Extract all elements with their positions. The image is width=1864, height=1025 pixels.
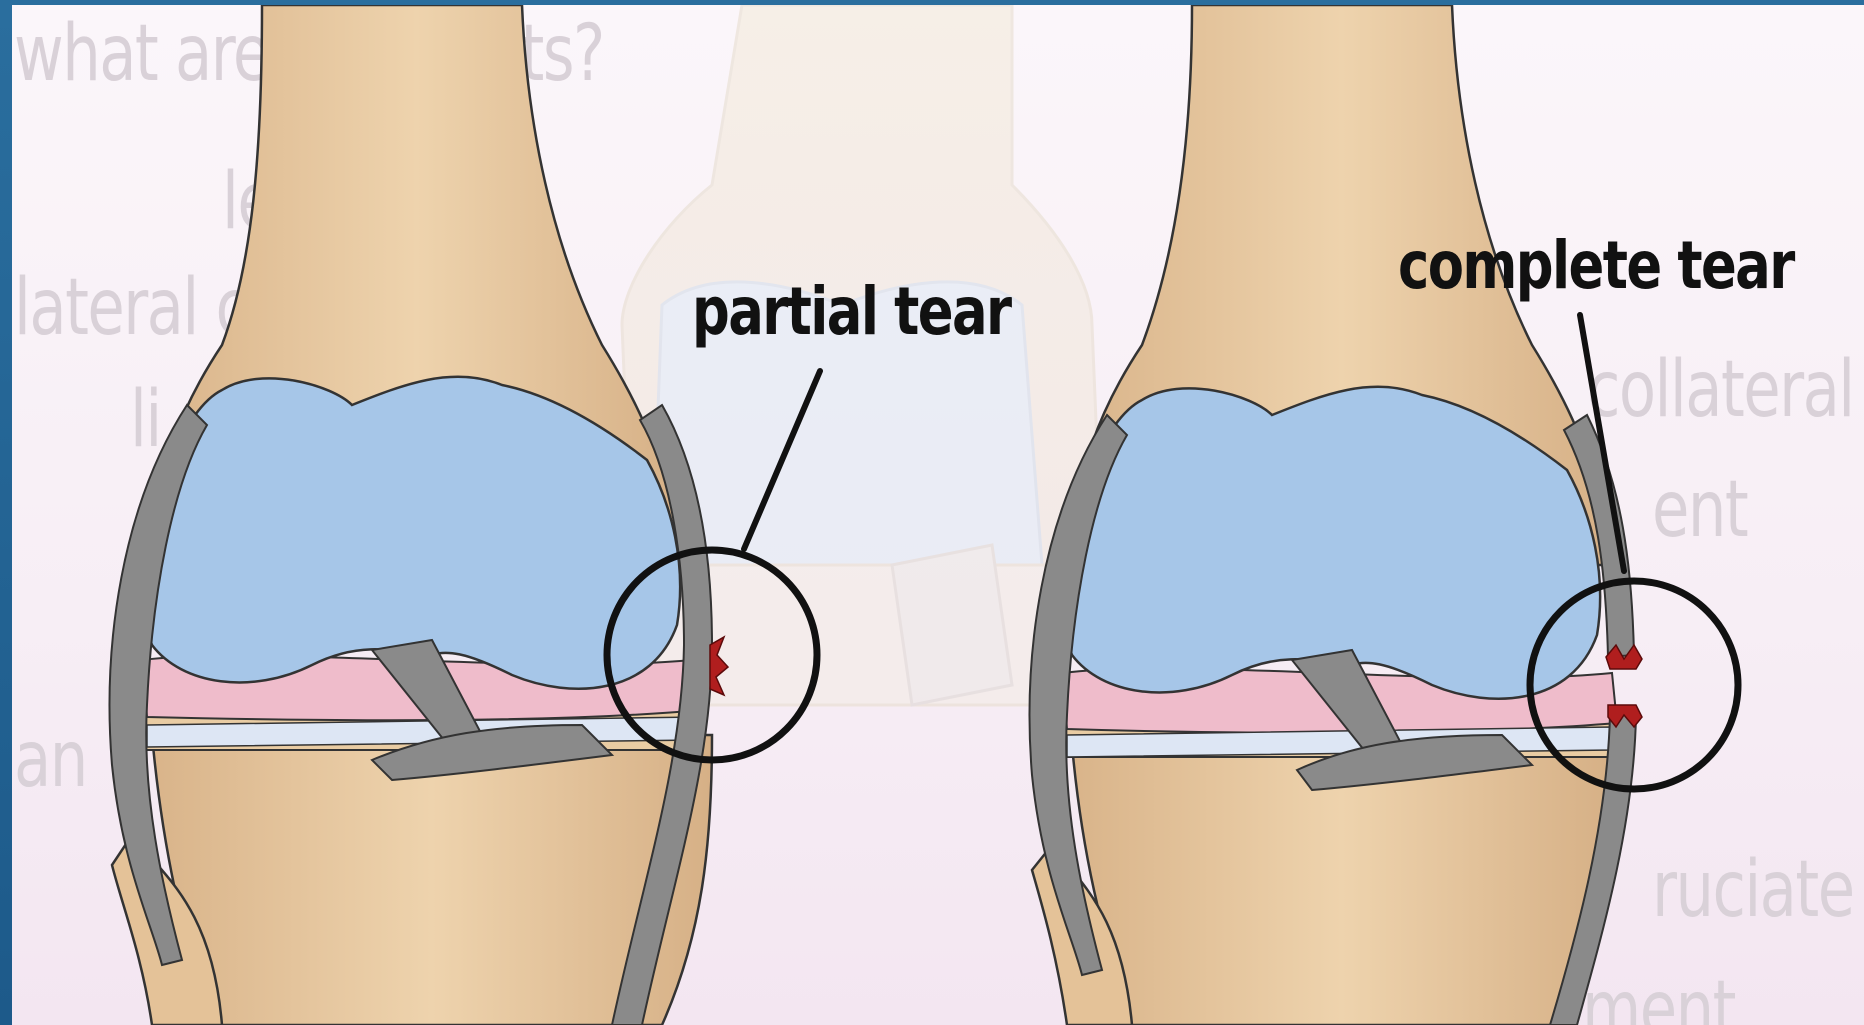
right-knee	[1030, 5, 1738, 1025]
illustration-canvas: what are ligaments? le lateral c li an c…	[12, 5, 1864, 1025]
partial-tear-label: partial tear	[692, 273, 1010, 350]
knee-illustration	[12, 5, 1864, 1025]
complete-tear-label: complete tear	[1398, 227, 1794, 304]
